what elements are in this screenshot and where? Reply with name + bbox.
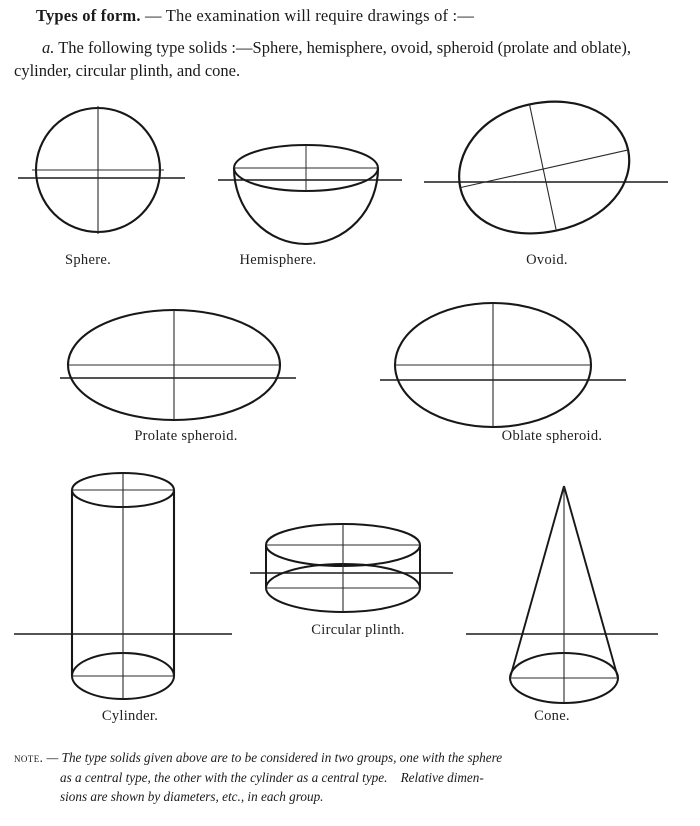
figure-sphere bbox=[10, 100, 210, 240]
caption-hemisphere: Hemisphere. bbox=[239, 252, 317, 268]
figure-hemisphere bbox=[212, 125, 412, 245]
ovoid-outline bbox=[458, 100, 631, 235]
heading-rest: The examination will require drawings of… bbox=[165, 6, 475, 25]
bowl-arc bbox=[232, 167, 380, 245]
figure-circular-plinth bbox=[248, 518, 458, 628]
caption-cone: Cone. bbox=[534, 708, 570, 724]
footnote: Note. — The type solids given above are … bbox=[14, 748, 686, 807]
figure-ovoid bbox=[418, 98, 678, 243]
caption-prolate-spheroid: Prolate spheroid. bbox=[134, 428, 238, 444]
caption-sphere: Sphere. bbox=[65, 252, 111, 268]
minor-axis bbox=[528, 104, 557, 231]
footnote-label: Note. bbox=[14, 750, 44, 765]
footnote-line-2: as a central type, the other with the cy… bbox=[60, 769, 484, 785]
left-slant bbox=[509, 485, 565, 679]
caption-oblate-spheroid: Oblate spheroid. bbox=[501, 428, 603, 444]
footnote-dash: — bbox=[43, 750, 62, 765]
footnote-line-3: sions are shown by diameters, etc., in e… bbox=[60, 789, 324, 804]
figure-oblate-spheroid bbox=[378, 293, 638, 433]
right-slant bbox=[563, 485, 619, 679]
caption-circular-plinth: Circular plinth. bbox=[311, 622, 405, 638]
page-heading: Types of form. — The examination will re… bbox=[36, 6, 676, 26]
paragraph-a: a. The following type solids :—Sphere, h… bbox=[14, 36, 686, 82]
paragraph-a-text: The following type solids :—Sphere, hemi… bbox=[14, 38, 631, 80]
figure-cylinder bbox=[10, 470, 240, 705]
caption-cylinder: Cylinder. bbox=[101, 708, 159, 724]
caption-ovoid: Ovoid. bbox=[526, 252, 568, 268]
figure-prolate-spheroid bbox=[56, 300, 316, 430]
footnote-line-1: The type solids given above are to be co… bbox=[61, 750, 503, 765]
figure-cone bbox=[462, 478, 692, 708]
heading-lead: Types of form. bbox=[36, 6, 141, 25]
paragraph-a-marker: a. bbox=[42, 38, 55, 57]
major-axis bbox=[460, 149, 629, 189]
heading-dash: — bbox=[140, 6, 166, 25]
